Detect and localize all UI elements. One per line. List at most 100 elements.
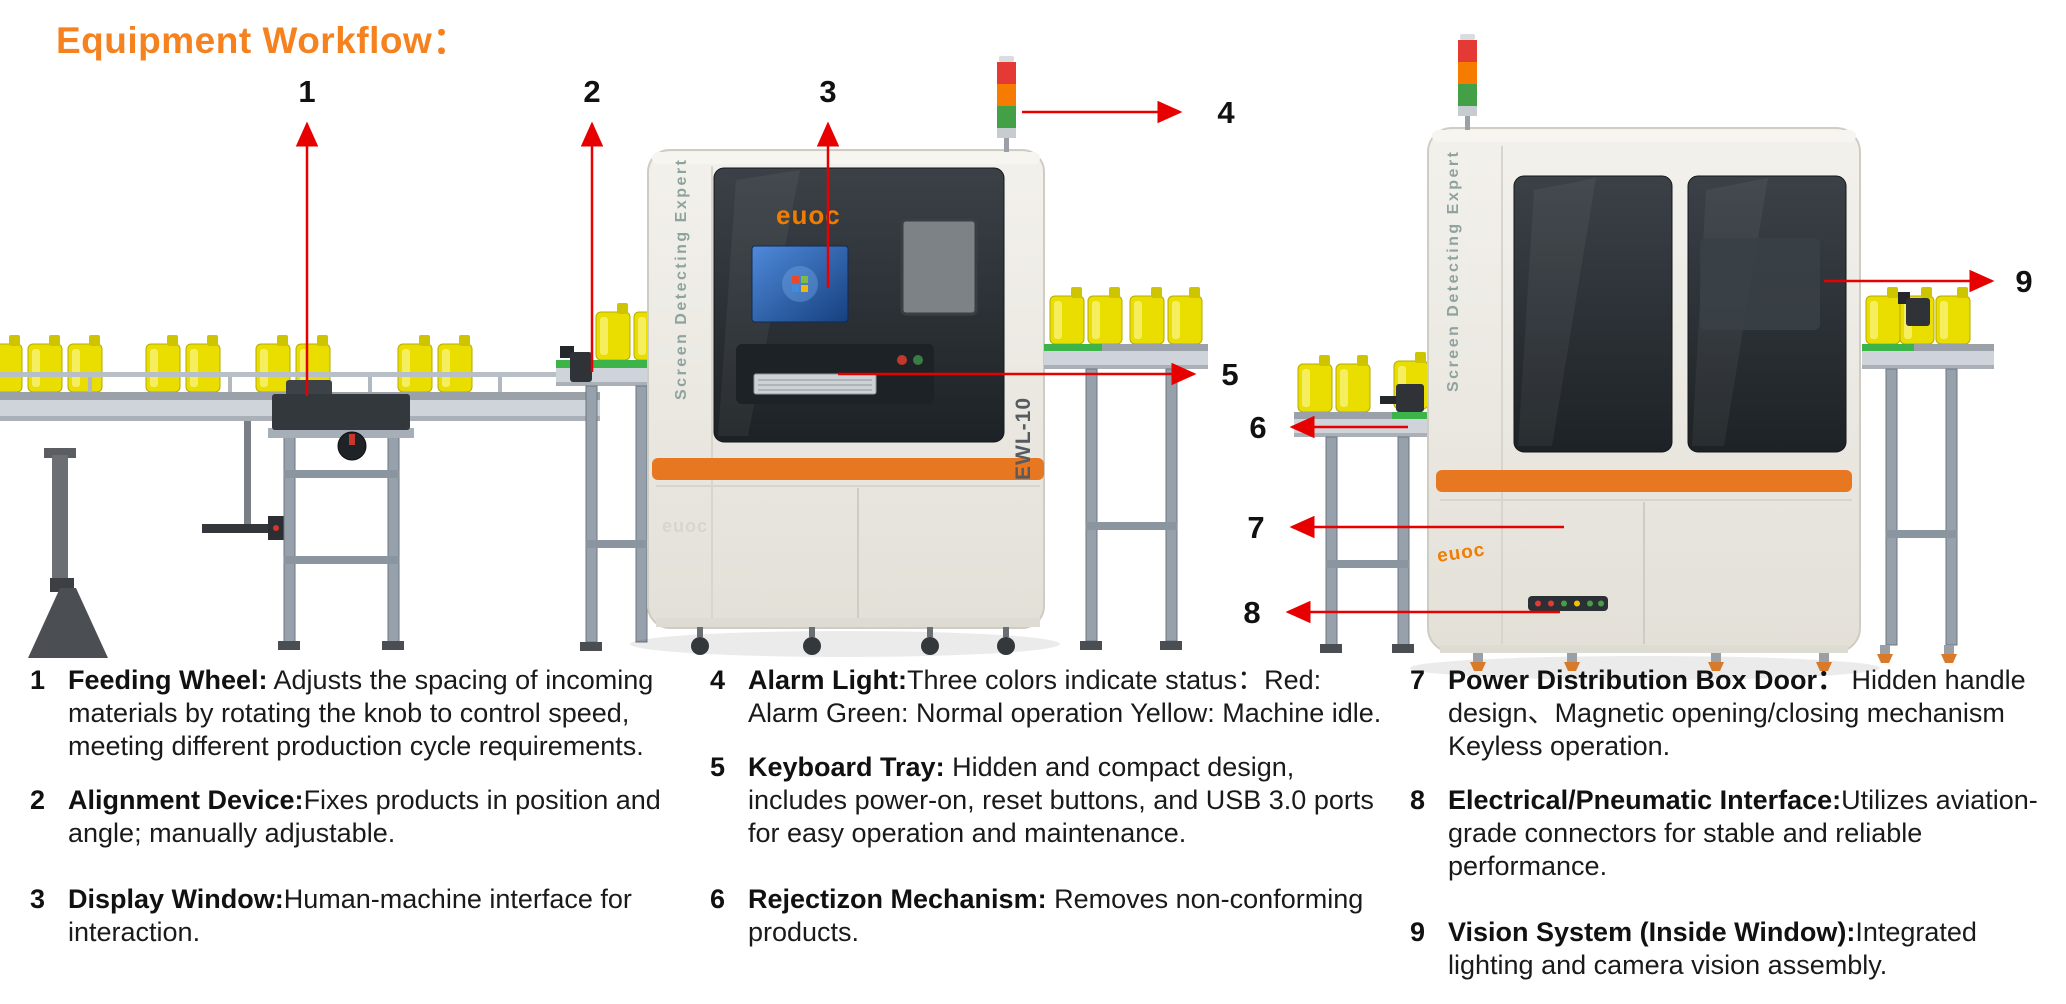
infeed-conveyor-right-machine <box>1294 351 1436 653</box>
brand-logo-left-machine: euoc <box>776 200 841 230</box>
legend-item-4-title: Alarm Light: <box>748 665 907 695</box>
equipment-illustration: Screen Detecting Expert euoc <box>0 34 2033 680</box>
legend-item-7-number: 7 <box>1410 665 1426 695</box>
legend-item-5-desc: Hidden and compact design, includes powe… <box>748 751 1374 848</box>
legend-item-6-text: Rejectizon Mechanism: Removes non-confor… <box>748 883 1386 949</box>
legend-item-4-desc: Three colors indicate status：Red: Alarm … <box>748 665 1382 728</box>
accent-stripe <box>652 458 1044 480</box>
speed-knob <box>337 431 367 461</box>
power-button <box>897 355 907 365</box>
casters <box>691 627 1015 655</box>
legend-item-9-title: Vision System (Inside Window): <box>1448 916 1856 947</box>
model-label: EWL-10 <box>1012 397 1035 480</box>
legend-item-8: 8 Electrical/Pneumatic Interface:Utilize… <box>1410 784 2056 883</box>
jug <box>397 334 433 393</box>
electrical-interface <box>1528 596 1608 611</box>
legend-item-4: 4 Alarm Light:Three colors indicate stat… <box>710 664 1386 730</box>
jug <box>1335 354 1371 413</box>
jug <box>437 334 473 393</box>
brand-emboss-left-machine: euoc <box>662 516 708 536</box>
side-label-left-machine: Screen Detecting Expert <box>673 158 690 400</box>
alarm-light-left <box>997 56 1016 152</box>
legend-item-6-title: Rejectizon Mechanism: <box>748 883 1047 914</box>
jug <box>1167 286 1203 345</box>
callout-number-5: 5 <box>1221 357 1238 392</box>
legend-item-8-desc: Utilizes aviation-grade connectors for s… <box>1448 784 2038 881</box>
legend-item-2-number: 2 <box>30 784 46 815</box>
legend-item-2-desc: Fixes products in position and angle; ma… <box>68 784 661 848</box>
legend-item-1: 1 Feeding Wheel: Adjusts the spacing of … <box>30 664 698 763</box>
power-box-doors <box>1513 175 1847 453</box>
accent-stripe-right <box>1436 470 1852 492</box>
display-screen <box>751 245 849 323</box>
jug <box>1865 286 1901 345</box>
jug <box>1297 354 1333 413</box>
legend-item-2: 2 Alignment Device:Fixes products in pos… <box>30 784 698 850</box>
legend-item-8-number: 8 <box>1410 784 1426 815</box>
product-jugs-left <box>0 334 473 393</box>
legend-item-7: 7 Power Distribution Box Door： Hidden ha… <box>1410 664 2056 763</box>
callout-number-1: 1 <box>298 74 315 109</box>
legend-item-6: 6 Rejectizon Mechanism: Removes non-conf… <box>710 883 1386 949</box>
legend-item-7-title: Power Distribution Box Door： <box>1448 665 1845 695</box>
callout-number-8: 8 <box>1243 595 1260 630</box>
callout-numbers: 1 2 3 4 5 6 7 8 9 <box>298 74 2032 630</box>
keyboard-tray <box>736 344 934 404</box>
legend-item-2-text: Alignment Device:Fixes products in posit… <box>68 784 698 850</box>
callout-number-6: 6 <box>1249 410 1266 445</box>
jug <box>0 334 23 393</box>
outfeed-conveyor-right-machine <box>1862 286 1994 663</box>
leveling-feet <box>1470 653 1832 671</box>
legend-item-9-desc: Integrated lighting and camera vision as… <box>1448 916 1977 980</box>
reject-mechanism <box>1380 384 1424 412</box>
alarm-light-right <box>1458 34 1477 130</box>
legend-item-4-number: 4 <box>710 665 726 695</box>
legend-item-1-title: Feeding Wheel: <box>68 665 268 695</box>
legend-item-3-title: Display Window: <box>68 883 284 914</box>
legend-item-5-title: Keyboard Tray: <box>748 751 945 782</box>
outfeed-conveyor-left-machine <box>1044 286 1208 650</box>
floor-pedestal <box>28 448 108 658</box>
callout-number-9: 9 <box>2015 264 2032 299</box>
legend-item-9-text: Vision System (Inside Window):Integrated… <box>1448 916 2056 982</box>
legend-item-7-text: Power Distribution Box Door： Hidden hand… <box>1448 664 2056 763</box>
jug <box>145 334 181 393</box>
jug <box>595 302 631 361</box>
alignment-device <box>560 346 592 382</box>
legend-item-2-title: Alignment Device: <box>68 784 304 815</box>
jug <box>1087 286 1123 345</box>
legend-item-4-text: Alarm Light:Three colors indicate status… <box>748 664 1386 730</box>
legend-item-6-desc: Removes non-conforming products. <box>748 883 1364 947</box>
jug <box>27 334 63 393</box>
legend-column-1: 1 Feeding Wheel: Adjusts the spacing of … <box>30 664 698 970</box>
jug <box>1049 286 1085 345</box>
legend-item-5-number: 5 <box>710 751 726 782</box>
callout-arrows <box>295 100 1995 624</box>
interior-opening <box>902 220 976 314</box>
callout-number-2: 2 <box>583 74 600 109</box>
legend-item-3-text: Display Window:Human-machine interface f… <box>68 883 698 949</box>
callout-number-7: 7 <box>1247 510 1264 545</box>
legend-item-8-text: Electrical/Pneumatic Interface:Utilizes … <box>1448 784 2056 883</box>
legend-item-3-number: 3 <box>30 883 46 914</box>
right-machine: Screen Detecting Expert euoc <box>1410 34 1880 680</box>
legend-column-2: 4 Alarm Light:Three colors indicate stat… <box>710 664 1386 970</box>
jug <box>67 334 103 393</box>
legend-item-6-number: 6 <box>710 883 726 914</box>
vision-system-window <box>1700 238 1820 330</box>
reset-button <box>913 355 923 365</box>
legend-item-1-desc: Adjusts the spacing of incoming material… <box>68 665 654 761</box>
legend-item-3: 3 Display Window:Human-machine interface… <box>30 883 698 949</box>
legend-item-7-desc: Hidden handle design、Magnetic opening/cl… <box>1448 665 2026 761</box>
legend-item-9-number: 9 <box>1410 916 1426 947</box>
legend-item-5: 5 Keyboard Tray: Hidden and compact desi… <box>710 751 1386 850</box>
legend-item-8-title: Electrical/Pneumatic Interface: <box>1448 784 1842 815</box>
door-window-left <box>1513 175 1673 453</box>
legend-item-1-number: 1 <box>30 665 46 695</box>
left-machine: Screen Detecting Expert euoc <box>630 56 1060 657</box>
callout-number-3: 3 <box>819 74 836 109</box>
feeding-wheel-device <box>268 380 414 650</box>
outfeed-alignment-device <box>1898 292 1930 326</box>
side-label-right-machine: Screen Detecting Expert <box>1445 150 1462 392</box>
